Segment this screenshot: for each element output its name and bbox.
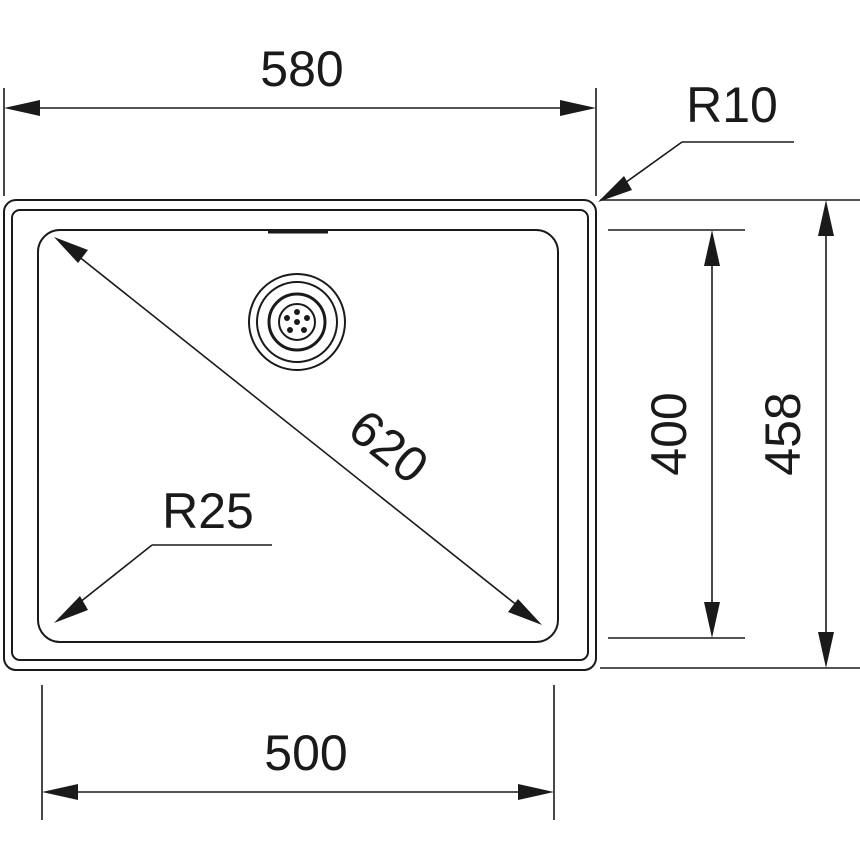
bowl-width-dimension: 500	[41, 685, 555, 820]
inner-radius-label: R25	[162, 483, 254, 539]
inner-rim	[11, 209, 589, 661]
bowl-height-dimension: 400	[608, 229, 745, 639]
inner-radius-callout: R25	[54, 483, 272, 623]
outer-radius-callout: R10	[598, 77, 794, 202]
bowl-height-label: 400	[641, 392, 697, 475]
outer-radius-label: R10	[686, 77, 778, 133]
outer-height-label: 458	[755, 392, 811, 475]
outer-width-dimension: 580	[3, 41, 597, 196]
drain-icon	[248, 273, 346, 371]
outer-width-label: 580	[260, 41, 343, 97]
bowl-width-label: 500	[264, 725, 347, 781]
outer-height-dimension: 458	[600, 199, 860, 669]
bowl-outline	[37, 229, 559, 643]
outer-rim	[3, 199, 597, 671]
diagonal-label: 620	[339, 399, 439, 495]
